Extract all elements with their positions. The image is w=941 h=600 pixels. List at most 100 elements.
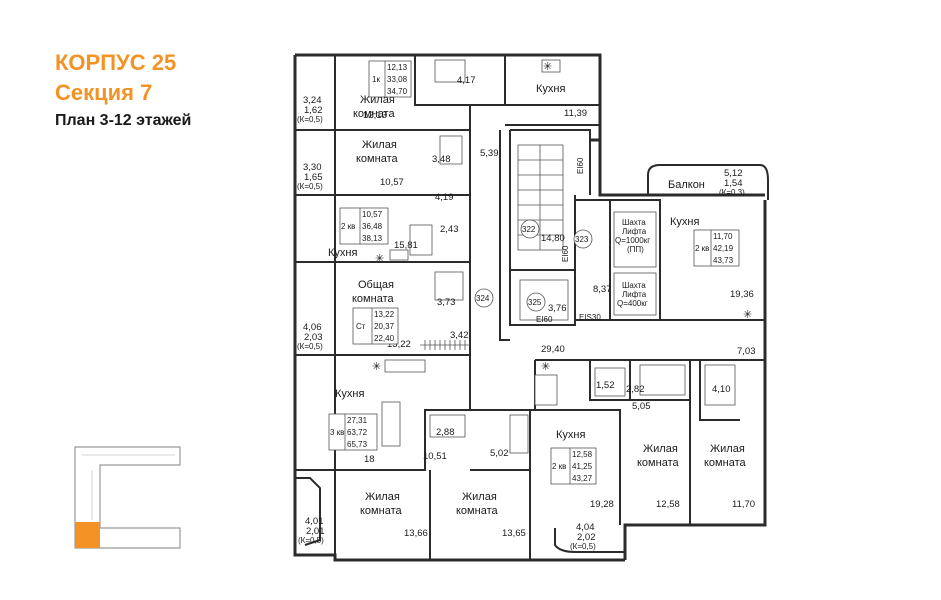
area-value: (К=0,5) — [298, 536, 324, 545]
apt-full-area: 22,40 — [374, 334, 395, 343]
area-value: 29,40 — [541, 344, 565, 355]
area-value: (К=0,5) — [297, 342, 323, 351]
area-value: 2,43 — [440, 224, 459, 235]
lift-label: Лифта — [622, 227, 647, 236]
area-value: 18 — [364, 454, 375, 465]
apt-full-area: 43,73 — [713, 256, 734, 265]
apt-living-area: 12,58 — [572, 450, 593, 459]
apt-living-area: 13,22 — [374, 310, 395, 319]
area-value: (К=0,3) — [719, 188, 745, 197]
room-number: 322 — [522, 225, 536, 234]
apt-total-area: 63,72 — [347, 428, 368, 437]
apt-full-area: 34,70 — [387, 87, 408, 96]
area-value: 11,70 — [732, 499, 755, 510]
area-value: 11,39 — [564, 108, 587, 119]
apt-full-area: 65,73 — [347, 440, 368, 449]
room-label: Общая — [358, 279, 394, 291]
apt-total-area: 41,25 — [572, 462, 593, 471]
apt-rooms: 1к — [372, 75, 380, 84]
room-label: комната — [352, 293, 394, 305]
room-number: 324 — [476, 294, 490, 303]
room-label: Кухня — [536, 83, 565, 95]
apartment-info-5: 2 кв 12,58 41,25 43,27 — [550, 447, 597, 485]
area-value: 2,02 — [577, 532, 596, 543]
area-value: 3,48 — [432, 154, 451, 165]
outer-walls — [293, 53, 769, 562]
area-value: 4,10 — [712, 384, 731, 395]
apt-rooms: 3 кв — [330, 428, 344, 437]
area-value: 15,81 — [394, 240, 418, 251]
area-value: 14,80 — [541, 233, 565, 244]
room-label: Кухня — [335, 388, 364, 400]
room-label: комната — [356, 153, 398, 165]
apt-full-area: 43,27 — [572, 474, 593, 483]
area-value: 4,01 — [305, 516, 324, 527]
area-value: 13,65 — [502, 528, 526, 539]
apt-rooms: Ст — [356, 322, 366, 331]
room-number: 323 — [575, 235, 589, 244]
area-value: 5,02 — [490, 448, 509, 459]
area-value: 3,30 — [303, 162, 322, 173]
area-value: 3,76 — [548, 303, 567, 314]
room-label: комната — [456, 505, 498, 517]
lift-label: Шахта — [622, 218, 646, 227]
apartment-info-6: 2 кв 11,70 42,19 43,73 — [693, 229, 740, 267]
lift-label: Q=1000кг — [615, 236, 650, 245]
fire-rating: EI60 — [576, 157, 585, 174]
room-label: Кухня — [670, 216, 699, 228]
area-value: 5,05 — [632, 401, 651, 412]
room-label: комната — [360, 505, 402, 517]
apt-living-area: 27,31 — [347, 416, 368, 425]
area-value: 1,52 — [596, 380, 615, 391]
fire-rating: EI60 — [561, 245, 570, 262]
area-value: 2,03 — [304, 332, 323, 343]
area-value: 4,06 — [303, 322, 322, 333]
room-label: Кухня — [556, 429, 585, 441]
lift-label: Шахта — [622, 281, 646, 290]
apt-rooms: 2 кв — [341, 222, 355, 231]
building-title: КОРПУС 25 — [55, 50, 177, 75]
room-label: Жилая — [643, 443, 678, 455]
vent-icon: ✳ — [372, 361, 381, 373]
vent-icon: ✳ — [541, 361, 550, 373]
area-value: 1,65 — [304, 172, 323, 183]
area-value: (К=0,5) — [297, 115, 323, 124]
area-value: 4,19 — [435, 192, 454, 203]
room-label: Жилая — [710, 443, 745, 455]
room-label: Жилая — [462, 491, 497, 503]
plan-title: План 3-12 этажей — [55, 112, 192, 129]
area-value: 2,82 — [626, 384, 645, 395]
apt-living-area: 12,13 — [387, 63, 408, 72]
fire-rating: EIS30 — [579, 313, 601, 322]
room-label: комната — [637, 457, 679, 469]
apartment-info-3: Ст 13,22 20,37 22,40 — [352, 307, 399, 345]
core-labels: 322 323 324 325 EI60 EI60 EI60 EIS30 Шах… — [474, 157, 650, 324]
area-value: 8,37 — [593, 284, 612, 295]
lift-label: Лифта — [622, 290, 647, 299]
apt-total-area: 42,19 — [713, 244, 734, 253]
apt-living-area: 11,70 — [713, 232, 733, 241]
room-label: Жилая — [362, 139, 397, 151]
room-label: Кухня — [328, 247, 357, 259]
area-value: 12,58 — [656, 499, 680, 510]
area-value: 12,13 — [363, 110, 387, 121]
area-value: 2,01 — [306, 526, 325, 537]
section-title: Секция 7 — [55, 80, 153, 105]
apt-living-area: 10,57 — [362, 210, 383, 219]
area-value: 3,42 — [450, 330, 469, 341]
lift-label: Q=400кг — [617, 299, 648, 308]
fire-rating: EI60 — [536, 315, 553, 324]
lift-label: (ПП) — [627, 245, 644, 254]
vent-icon: ✳ — [375, 253, 384, 265]
area-value: (К=0,5) — [297, 182, 323, 191]
vent-icon: ✳ — [543, 61, 552, 73]
area-value: 3,73 — [437, 297, 456, 308]
area-value: 4,04 — [576, 522, 595, 533]
vent-markers: ✳ ✳ ✳ ✳ ✳ — [372, 61, 752, 373]
area-value: 2,88 — [436, 427, 455, 438]
apt-total-area: 33,08 — [387, 75, 408, 84]
area-value: 13,66 — [404, 528, 428, 539]
apt-rooms: 2 кв — [552, 462, 566, 471]
room-areas: 12,13 11,39 4,17 3,24 1,62 (К=0,5) 3,30 … — [297, 75, 756, 551]
